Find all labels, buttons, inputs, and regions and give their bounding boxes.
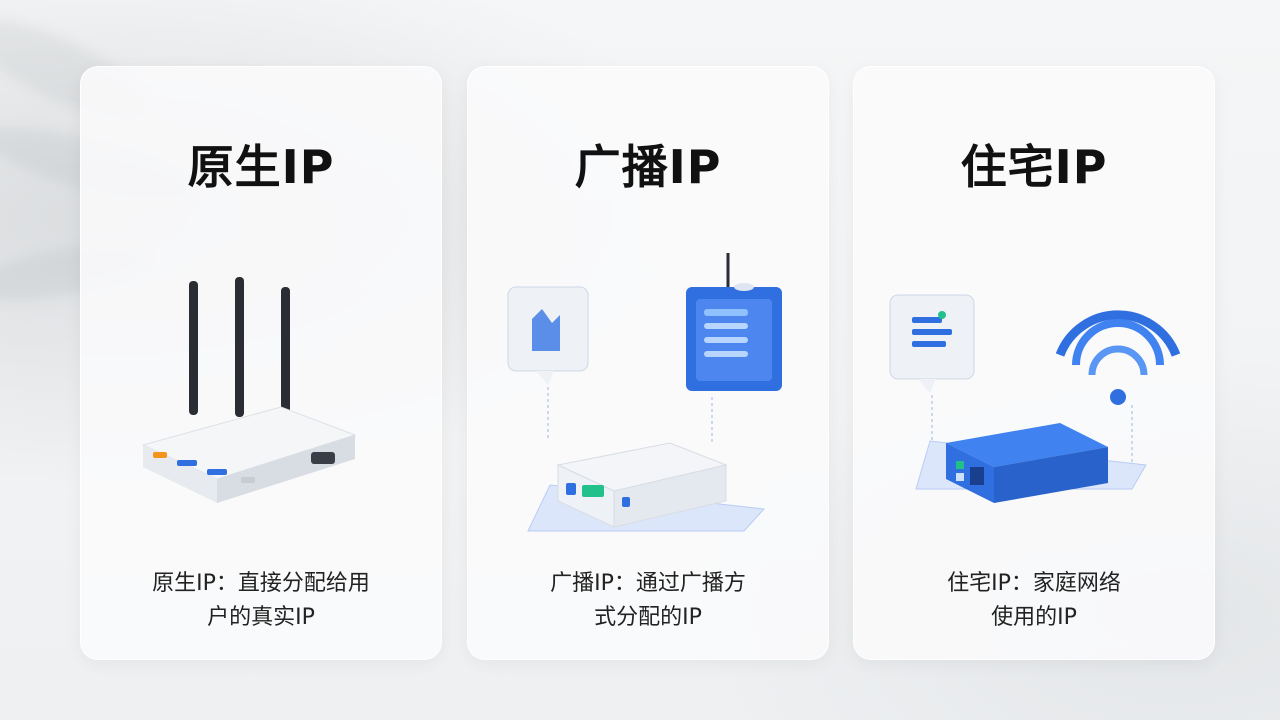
card-description: 原生IP：直接分配给用 户的真实IP — [121, 567, 401, 635]
card-native-ip: 原生IP 原生IP：直接分配给用 户的真实IP — [80, 66, 442, 660]
router-icon — [141, 277, 357, 503]
desc-line-1: 广播IP：通过广播方 — [550, 571, 746, 596]
desc-line-2: 式分配的IP — [594, 605, 702, 630]
card-title: 广播IP — [574, 140, 722, 194]
broadcast-server-icon — [507, 253, 782, 532]
card-description: 住宅IP：家庭网络 使用的IP — [894, 567, 1174, 635]
card-broadcast-ip: 广播IP 广播IP：通过广播方 式分配的IP — [467, 66, 829, 660]
desc-line-2: 使用的IP — [991, 605, 1077, 630]
home-wifi-device-icon — [889, 294, 1181, 503]
card-title: 住宅IP — [960, 140, 1108, 194]
card-title: 原生IP — [187, 140, 335, 194]
desc-line-1: 原生IP：直接分配给用 — [152, 571, 370, 596]
card-description: 广播IP：通过广播方 式分配的IP — [508, 567, 788, 635]
card-residential-ip: 住宅IP 住宅IP：家庭网络 使用的IP — [853, 66, 1215, 660]
desc-line-2: 户的真实IP — [207, 605, 315, 630]
desc-line-1: 住宅IP：家庭网络 — [947, 571, 1121, 596]
